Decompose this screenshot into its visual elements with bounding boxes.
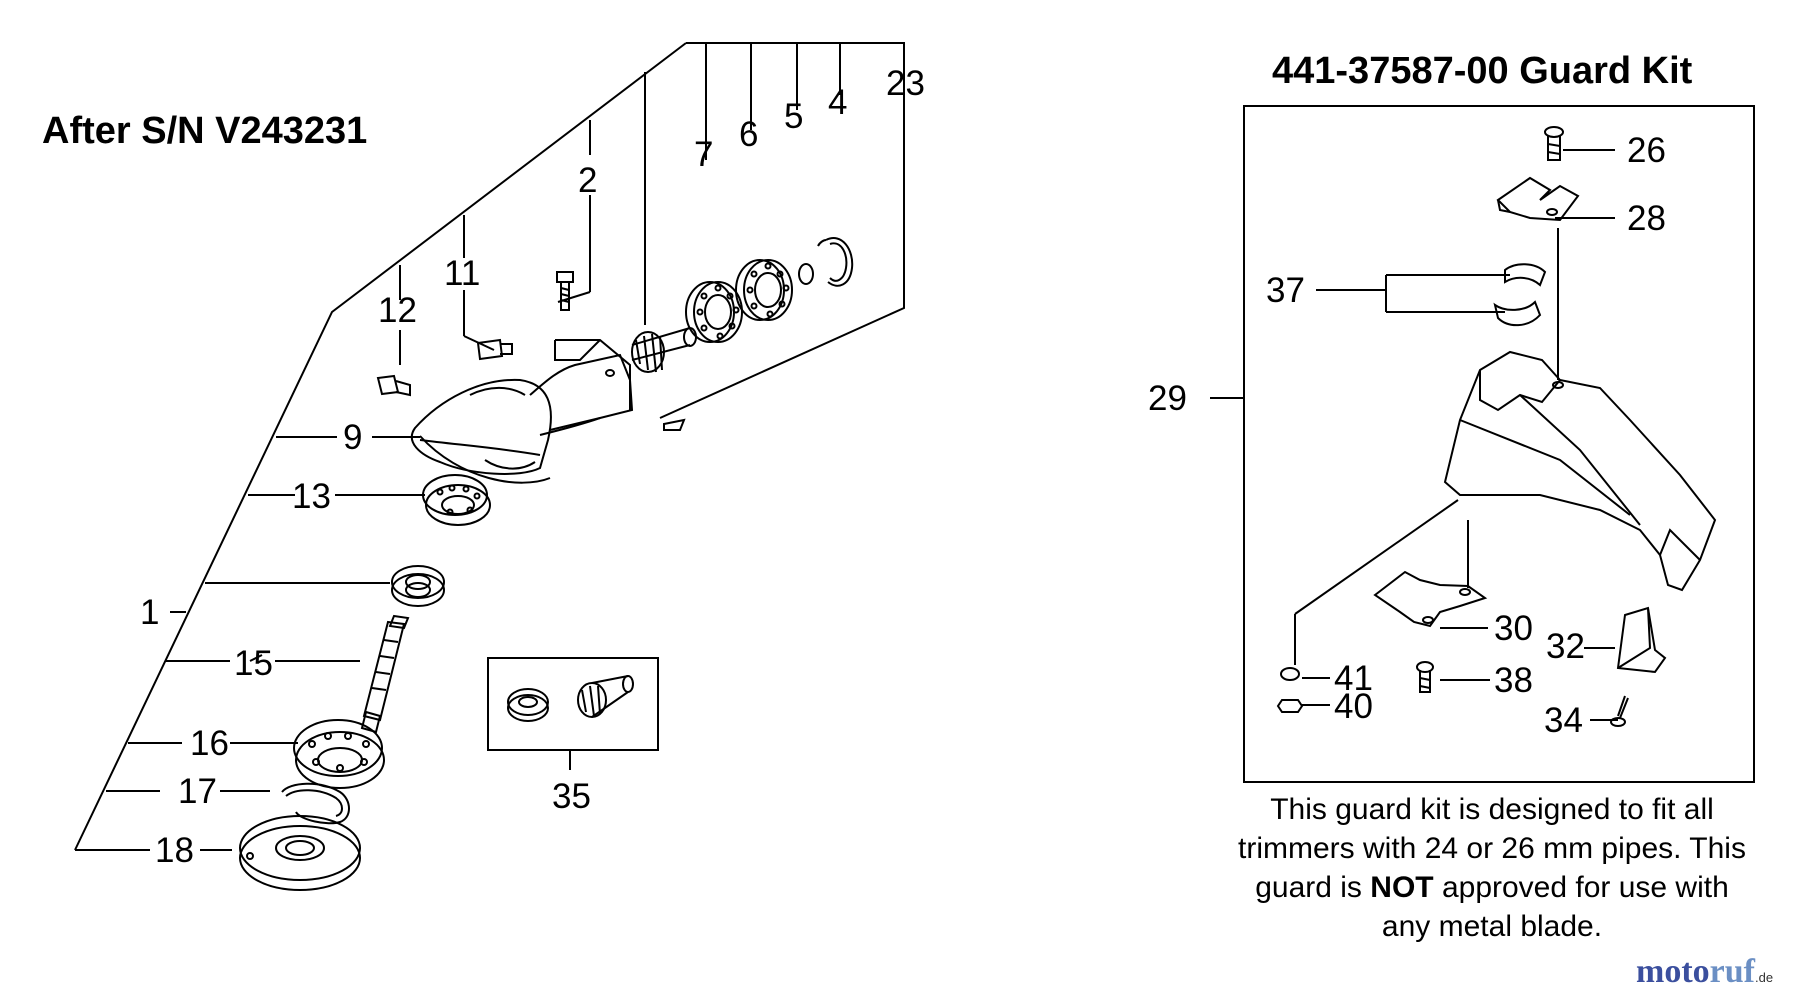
pinion-gear [631, 327, 697, 373]
snap-ring-4 [817, 237, 854, 287]
callout-1: 1 [140, 593, 159, 632]
bracket-30 [1373, 570, 1488, 628]
guard-kit-leader-lines [1210, 149, 1618, 721]
note-text-before: This guard kit is designed to fit all tr… [1238, 793, 1746, 904]
note-text-after: approved for use with any metal blade. [1381, 871, 1729, 943]
logo-part-2: ruf [1709, 953, 1755, 990]
bearing-16 [293, 719, 385, 789]
callout-9: 9 [343, 418, 362, 457]
cover-18 [239, 815, 361, 891]
guard-29 [1443, 350, 1717, 592]
seal-1 [391, 565, 445, 607]
shaft-15 [360, 614, 410, 734]
washer-5 [798, 263, 814, 285]
callout-13: 13 [292, 477, 331, 516]
callout-28: 28 [1627, 199, 1666, 238]
bolt-2 [556, 271, 574, 311]
callout-40: 40 [1334, 687, 1373, 726]
callout-34: 34 [1544, 701, 1583, 740]
guard-kit-frame [1243, 105, 1755, 783]
key-23 [663, 418, 686, 431]
bearing-7 [685, 281, 743, 343]
logo-tld: .de [1754, 970, 1774, 985]
callout-41: 41 [1334, 659, 1373, 698]
callout-26: 26 [1627, 131, 1666, 170]
serial-number-heading: After S/N V243231 [42, 110, 368, 152]
washer-41 [1280, 667, 1300, 681]
callout-30: 30 [1494, 609, 1533, 648]
nut-40 [1276, 699, 1304, 713]
callout-17: 17 [178, 772, 217, 811]
callout-38: 38 [1494, 661, 1533, 700]
bolt-26 [1544, 126, 1564, 161]
callout-35: 35 [552, 777, 591, 816]
callout-labels: 1 2 4 5 6 7 9 11 12 13 15 16 17 18 23 26… [140, 64, 1666, 870]
callout-11: 11 [444, 254, 480, 293]
bearing-13 [422, 474, 491, 526]
callout-15: 15 [234, 644, 273, 683]
callout-16: 16 [190, 724, 229, 763]
screw-12 [376, 374, 411, 397]
motoruf-watermark-logo: motoruf.de [1636, 953, 1773, 991]
screw-34 [1610, 695, 1629, 727]
callout-23: 23 [886, 64, 925, 103]
callout-32: 32 [1546, 627, 1585, 666]
callout-5: 5 [784, 97, 803, 136]
clip-32 [1616, 606, 1667, 674]
snap-ring-17 [281, 782, 350, 825]
kit-box-35 [487, 657, 659, 751]
clamp-28 [1496, 176, 1580, 222]
bearing-6 [735, 259, 793, 321]
logo-part-1: moto [1636, 953, 1710, 990]
callout-7: 7 [694, 135, 713, 174]
gearhead-housing [410, 339, 634, 475]
insert-37-lower [1493, 300, 1542, 327]
guard-kit-heading: 441-37587-00 Guard Kit [1272, 50, 1693, 92]
screw-11 [476, 338, 513, 361]
callout-18: 18 [155, 831, 194, 870]
bolt-38 [1416, 661, 1434, 693]
callout-29: 29 [1148, 379, 1187, 418]
callout-37: 37 [1266, 271, 1305, 310]
insert-37-upper [1504, 263, 1547, 287]
callout-4: 4 [828, 83, 847, 122]
bevel-gear-9 [419, 435, 551, 484]
note-emphasis: NOT [1370, 871, 1434, 904]
callout-2: 2 [578, 161, 597, 200]
callout-6: 6 [739, 115, 758, 154]
guard-kit-note: This guard kit is designed to fit all tr… [1232, 790, 1752, 946]
callout-12: 12 [378, 291, 417, 330]
